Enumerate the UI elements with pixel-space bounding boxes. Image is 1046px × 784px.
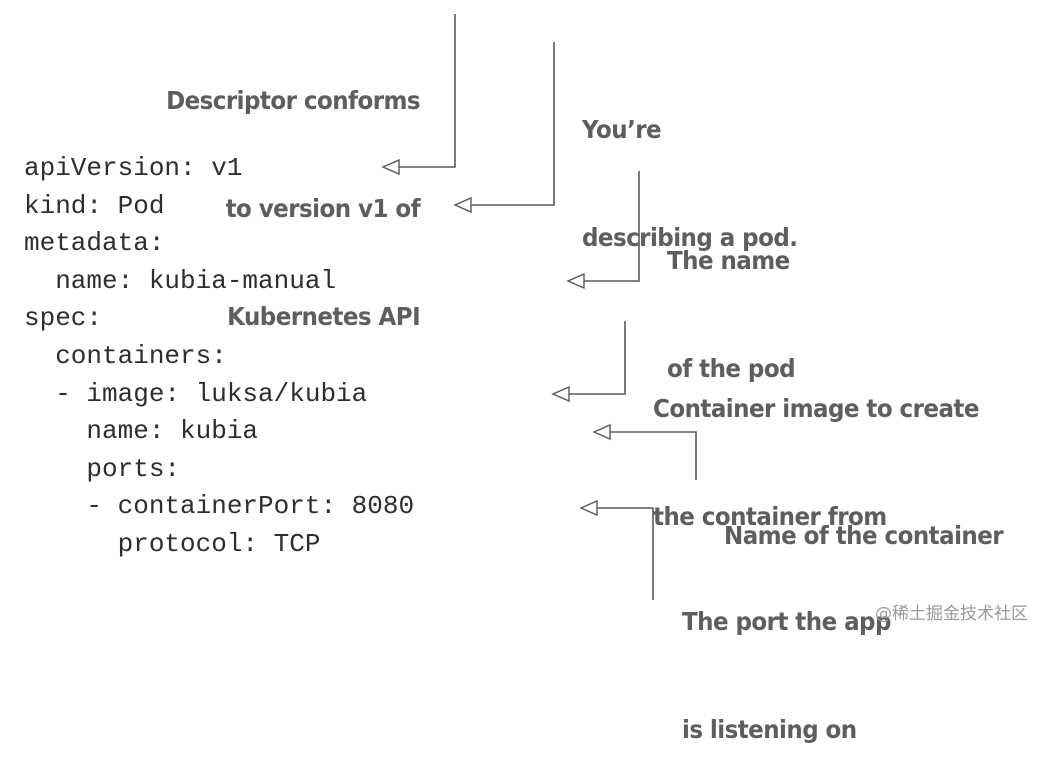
connector-kind [453, 42, 555, 214]
annotation-container-image: Container image to create the container … [653, 319, 979, 571]
code-line-containers: containers: [24, 340, 227, 371]
annotation-line: the container from [653, 502, 887, 531]
code-line-spec: spec: [24, 303, 103, 334]
arrowhead-icon [566, 272, 585, 290]
arrowhead-icon [592, 423, 611, 441]
code-line-apiversion: apiVersion: v1 [24, 153, 243, 183]
code-line-protocol: protocol: TCP [24, 528, 321, 559]
connector-container-name [592, 423, 697, 480]
annotation-line: is listening on [682, 715, 857, 744]
watermark: @稀土掘金技术社区 [875, 604, 1028, 624]
annotation-line: describing a pod. [582, 223, 798, 252]
annotation-line: Name of the container [724, 521, 1004, 550]
annotation-line: of the pod [667, 354, 796, 383]
arrowhead-icon [453, 196, 472, 214]
code-line-image: - image: luksa/kubia [24, 378, 368, 409]
connector-layer [381, 14, 697, 600]
arrowhead-icon [381, 158, 400, 176]
annotation-container-name: Name of the container [724, 446, 1004, 590]
annotation-kind: You’re describing a pod. [582, 40, 798, 292]
annotation-line: You’re [582, 115, 662, 144]
code-line-kind: kind: Pod [24, 190, 165, 221]
code-line-ports: ports: [24, 453, 181, 484]
arrowhead-icon [579, 499, 598, 517]
arrowhead-icon [551, 385, 570, 403]
connector-container-image [551, 321, 626, 403]
code-line-container-name: name: kubia [24, 416, 259, 447]
code-line-metadata-name: name: kubia-manual [24, 265, 337, 296]
annotation-line: Kubernetes API [227, 302, 421, 331]
connector-container-port [579, 499, 654, 600]
annotation-line: The name [667, 246, 790, 275]
yaml-code-block: apiVersion: v1 kind: Pod metadata: name: k… [24, 150, 414, 564]
code-line-metadata: metadata: [24, 228, 165, 259]
annotation-pod-name: The name of the pod [667, 171, 796, 423]
annotation-line: The port the app [682, 607, 891, 636]
annotation-line: Container image to create [653, 394, 979, 423]
code-line-container-port: - containerPort: 8080 [24, 491, 415, 522]
annotation-line: to version v1 of [225, 194, 421, 223]
connector-pod-name [566, 171, 640, 290]
annotation-api-version: Descriptor conforms to version v1 of Kub… [166, 11, 421, 371]
annotation-line: Descriptor conforms [166, 86, 421, 115]
connector-api-version [381, 14, 456, 176]
